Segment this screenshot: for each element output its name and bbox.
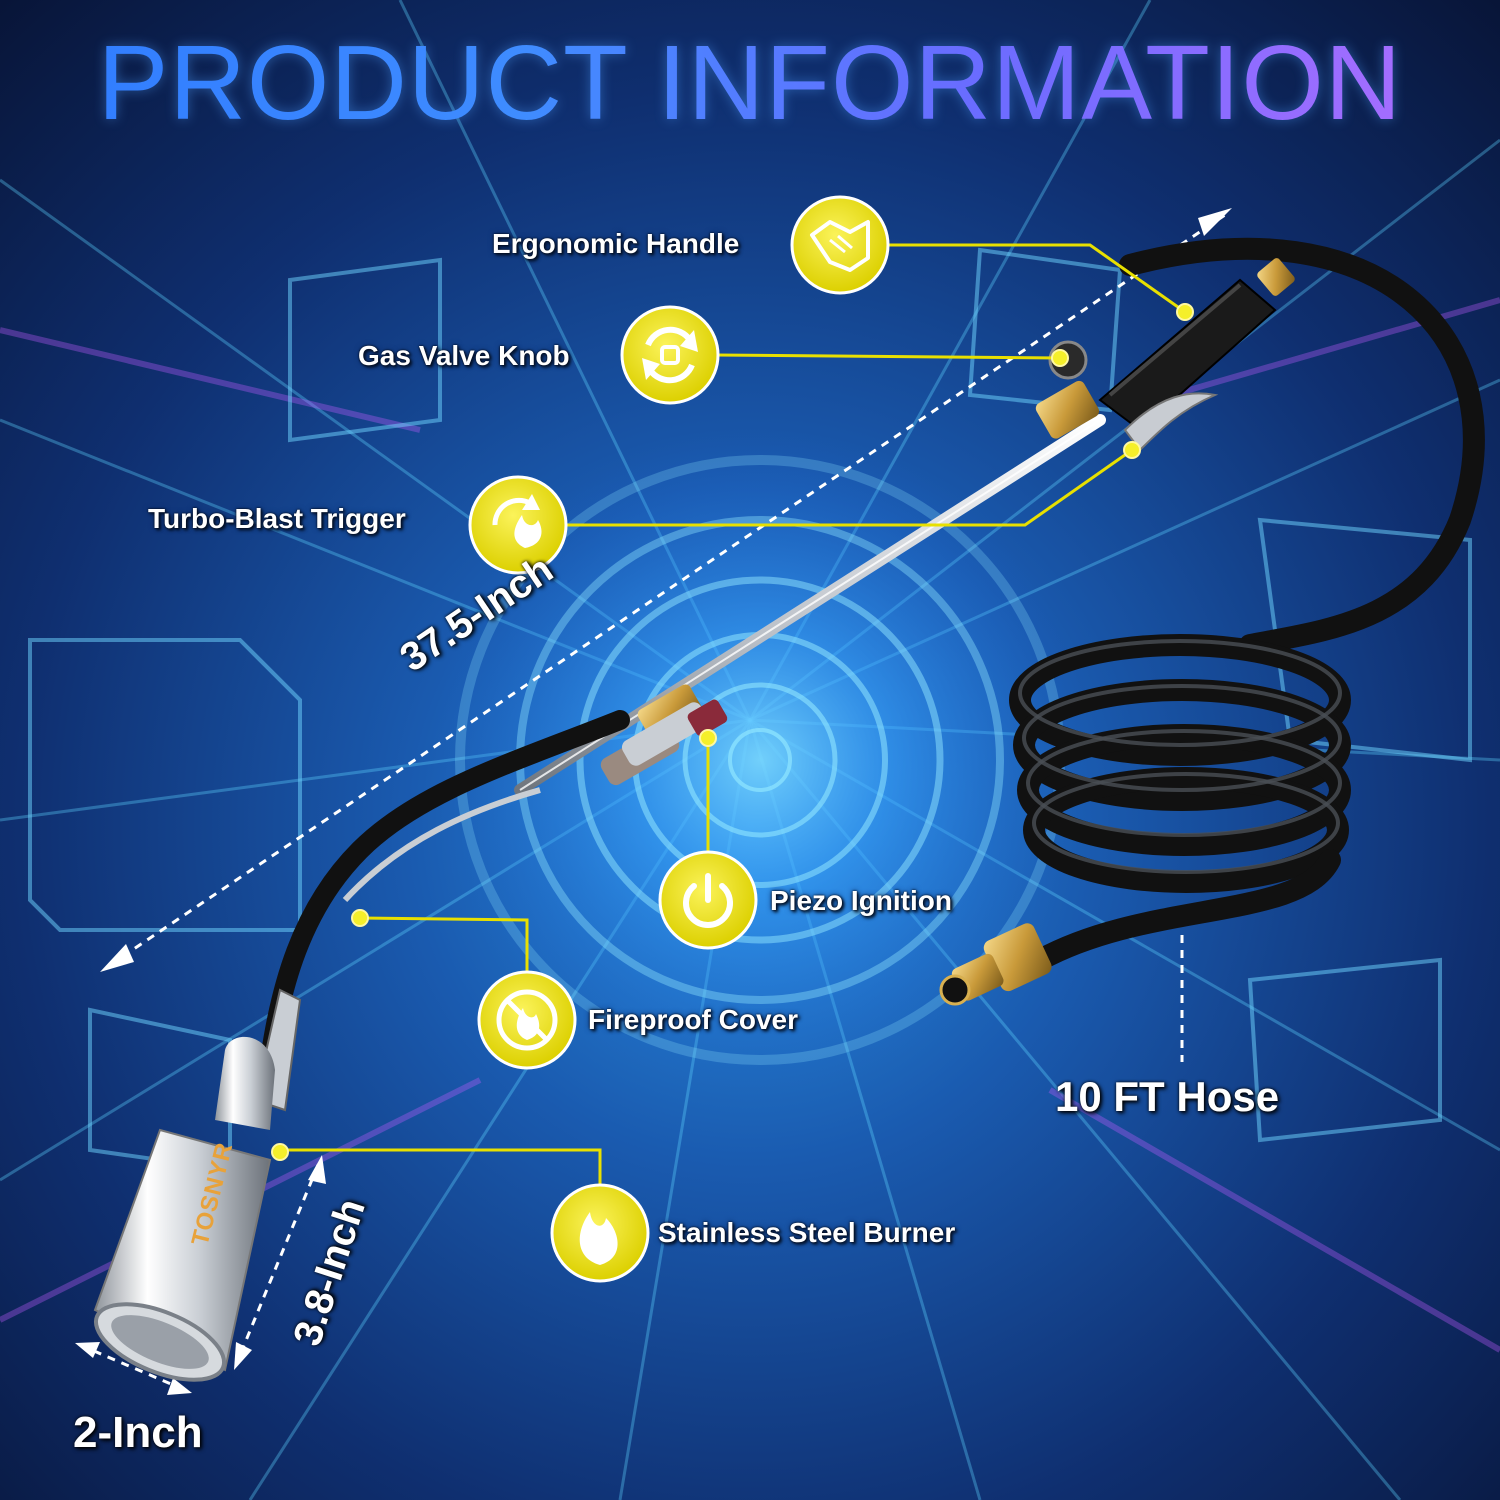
no-fire-icon [477,970,577,1070]
callout-leaders [280,243,1186,1210]
torch-handle [1035,258,1295,452]
feature-label-gas-valve-knob: Gas Valve Knob [358,340,570,371]
hose-length-label: 10 FT Hose [1055,1073,1280,1120]
feature-label-ergonomic-handle: Ergonomic Handle [492,228,740,259]
flame-refresh-icon [468,475,568,575]
piezo-assembly [600,684,728,786]
handshake-icon [790,195,890,295]
burner-diameter-dimension-label: 2-Inch [73,1408,203,1457]
flame-icon [550,1183,650,1283]
feature-label-stainless-steel-burner: Stainless Steel Burner [658,1217,956,1248]
feature-label-turbo-blast-trigger: Turbo-Blast Trigger [148,503,406,534]
hose-fitting [939,923,1052,1006]
power-icon [658,850,758,950]
feature-label-piezo-ignition: Piezo Ignition [770,885,952,916]
feature-label-fireproof-cover: Fireproof Cover [588,1004,799,1035]
page-title: PRODUCT INFORMATION [0,30,1500,136]
stainless-burner [93,988,302,1382]
rotate-arrows-icon [620,305,720,405]
